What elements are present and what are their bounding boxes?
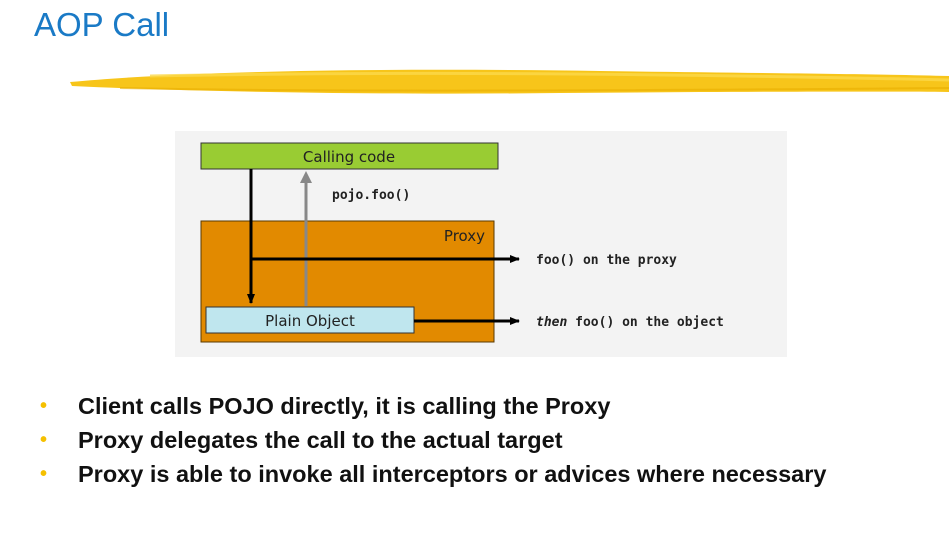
calling-code-label: Calling code — [303, 148, 395, 166]
up-arrow-head — [300, 171, 312, 183]
call-label: pojo.foo() — [332, 188, 410, 203]
calling-code-box — [200, 142, 499, 170]
plain-object-box — [205, 306, 415, 334]
slide-title: AOP Call — [34, 6, 170, 43]
aop-call-diagram: Proxy Calling code Plain Object pojo.foo… — [175, 131, 787, 357]
plain-object-label: Plain Object — [265, 312, 355, 330]
bullet-item: •Client calls POJO directly, it is calli… — [40, 393, 611, 419]
arrow-on-proxy-label: foo() on the proxy — [536, 253, 677, 268]
bullet-list: •Client calls POJO directly, it is calli… — [40, 392, 920, 494]
bullet-dot-icon: • — [40, 429, 48, 451]
bullet-dot-icon: • — [40, 395, 48, 417]
proxy-label: Proxy — [444, 227, 485, 245]
bullet-dot-icon: • — [40, 463, 48, 485]
arrow-on-object-label: then foo() on the object — [536, 315, 724, 330]
yellow-brush-divider — [70, 69, 949, 94]
bullet-item: •Proxy delegates the call to the actual … — [40, 427, 563, 453]
bullet-item: •Proxy is able to invoke all interceptor… — [40, 461, 827, 487]
